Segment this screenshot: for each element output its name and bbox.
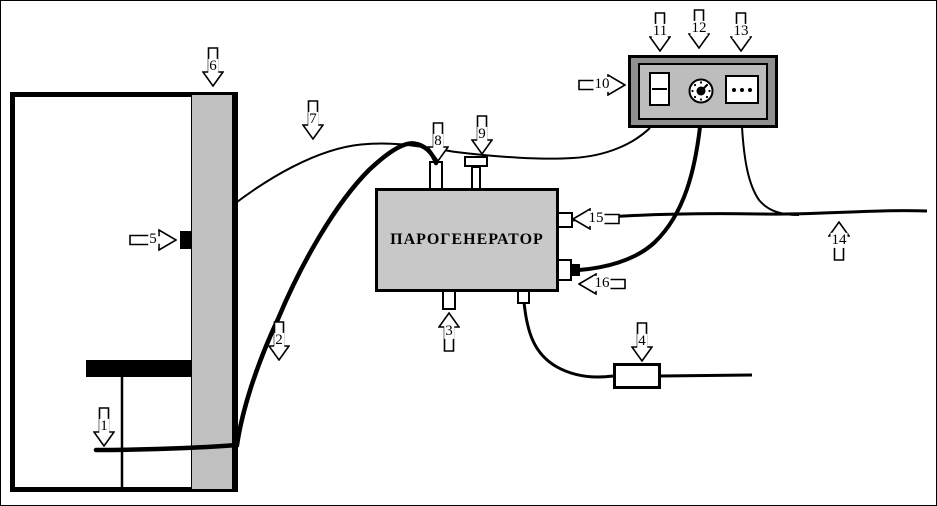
wall-panel — [191, 94, 233, 490]
panel-to-mains-cable — [741, 126, 800, 216]
callout-number: 14 — [830, 231, 848, 248]
steam-generator: ПАРОГЕНЕРАТОР — [375, 188, 559, 292]
callout-14: 14 — [828, 221, 850, 261]
callout-number: 16 — [593, 274, 611, 291]
power-supply-cable — [572, 209, 928, 222]
callout-4: 4 — [631, 322, 653, 362]
power-switch-icon — [649, 72, 670, 106]
steam-generator-label: ПАРОГЕНЕРАТОР — [390, 231, 544, 248]
callout-11: 11 — [649, 12, 671, 52]
inline-filter — [613, 363, 661, 389]
callout-7: 7 — [302, 100, 324, 140]
cable-plug — [571, 264, 580, 276]
callout-16: 16 — [578, 273, 626, 295]
button-panel-icon — [725, 75, 759, 104]
callout-3: 3 — [438, 312, 460, 352]
callout-number: 2 — [274, 331, 284, 348]
fitting-right-lower — [557, 259, 572, 281]
callout-number: 10 — [593, 75, 611, 92]
fitting-bottom-drain — [442, 290, 456, 310]
fitting-steam-outlet — [429, 161, 443, 190]
callout-number: 6 — [208, 57, 218, 74]
callout-number: 9 — [477, 125, 487, 142]
callout-5: 5 — [129, 229, 177, 251]
callout-9: 9 — [471, 115, 493, 155]
callout-number: 4 — [637, 332, 647, 349]
callout-6: 6 — [202, 47, 224, 87]
callout-number: 5 — [148, 230, 158, 247]
callout-15: 15 — [572, 208, 620, 230]
callout-number: 1 — [99, 417, 109, 434]
callout-number: 3 — [444, 322, 454, 339]
fitting-valve-stem — [471, 166, 481, 190]
callout-2: 2 — [268, 321, 290, 361]
callout-1: 1 — [93, 407, 115, 447]
callout-number: 15 — [587, 209, 605, 226]
callout-number: 12 — [690, 19, 708, 36]
control-knob-icon — [688, 78, 714, 104]
callout-10: 10 — [578, 74, 626, 96]
callout-number: 11 — [651, 22, 669, 39]
callout-number: 7 — [308, 110, 318, 127]
water-supply-line-right — [659, 373, 753, 378]
fitting-water-inlet — [517, 290, 530, 304]
bench — [86, 360, 191, 377]
wall-sensor — [180, 231, 192, 249]
fitting-right-upper — [557, 212, 573, 228]
callout-12: 12 — [688, 9, 710, 49]
water-supply-line-left — [522, 301, 614, 379]
callout-number: 8 — [433, 132, 443, 149]
callout-13: 13 — [730, 12, 752, 52]
callout-8: 8 — [427, 122, 449, 162]
callout-number: 13 — [732, 22, 750, 39]
panel-to-generator-cable — [577, 125, 702, 272]
